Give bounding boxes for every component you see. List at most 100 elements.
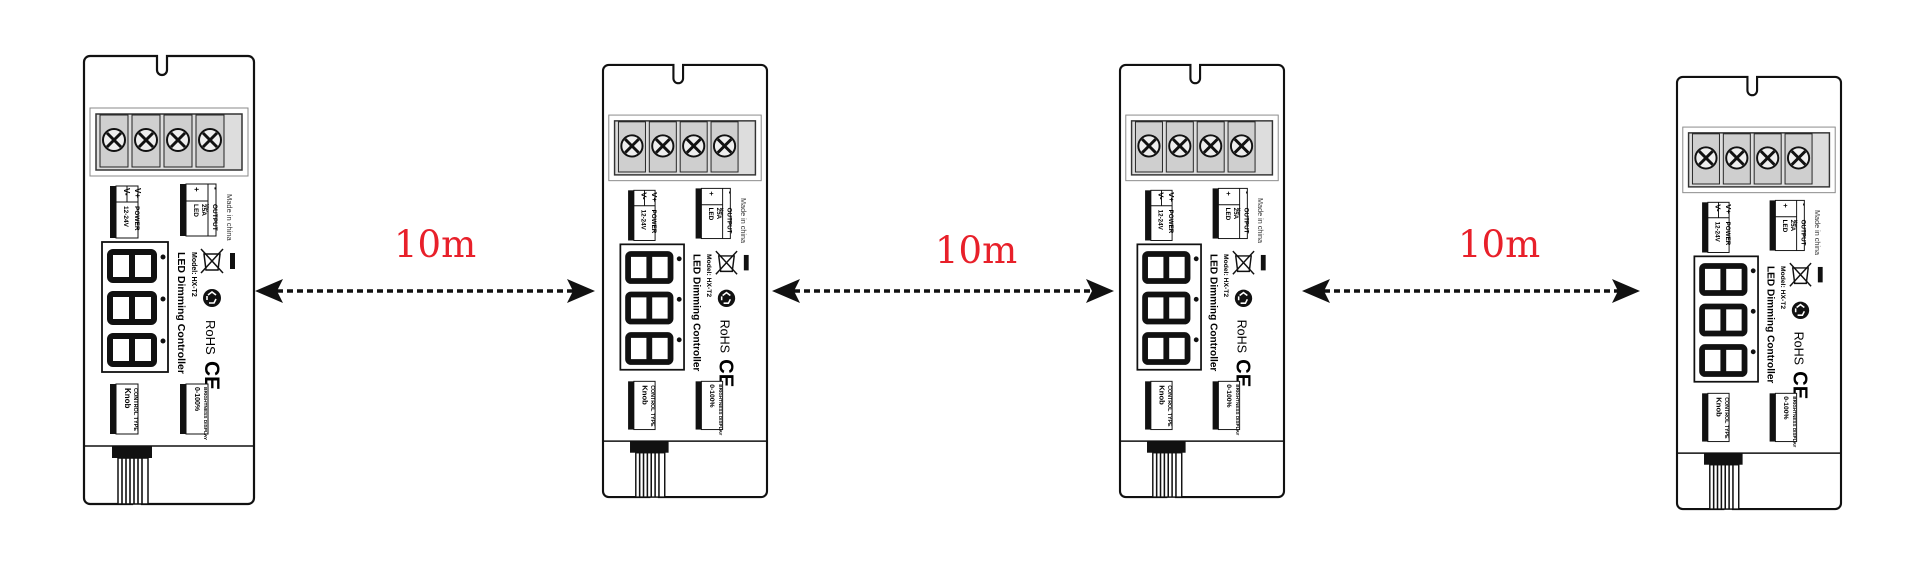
output-current-note: Max <box>205 204 210 213</box>
distance-label-3: 10m <box>1458 223 1541 266</box>
screw-icon <box>1227 121 1256 173</box>
brightness-block: 0-100% BRIGHTNESS DISPLAY <box>1769 392 1798 448</box>
power-neg-label: V- <box>640 192 649 200</box>
brightness-value: 0-100% <box>1782 396 1789 419</box>
terminal-screws <box>1691 133 1813 185</box>
product-name: LED Dimming Controller <box>1208 254 1219 371</box>
power-label: POWER <box>650 210 657 234</box>
seven-segment-display <box>619 243 685 371</box>
digit-icon <box>625 251 682 284</box>
arrow-right-icon <box>1086 279 1114 303</box>
brightness-block: 0-100% BRIGHTNESS DISPLAY <box>1212 380 1241 436</box>
power-label: POWER <box>1167 210 1174 234</box>
knob-icon[interactable] <box>1147 441 1186 498</box>
output-current: 25A <box>1789 220 1796 232</box>
power-pos-label: V+ <box>1167 192 1176 202</box>
led-pos-label: + <box>1224 191 1233 196</box>
output-label-block: + - LED 25A Max OUTPUT <box>180 183 220 237</box>
rohs-label: RoHS <box>718 320 732 353</box>
screw-icon <box>710 121 739 173</box>
connection-arrow-2 <box>772 279 1114 303</box>
arrow-left-icon <box>1302 279 1330 303</box>
led-pos-label: + <box>1781 203 1790 208</box>
output-current-note: Max <box>1237 208 1242 217</box>
power-neg-label: V- <box>1157 192 1166 200</box>
led-label: LED <box>707 208 714 221</box>
brightness-block: 0-100% BRIGHTNESS DISPLAY <box>180 383 209 441</box>
control-type-value: Knob <box>123 388 132 409</box>
model-number: Model: HX-T2 <box>1779 266 1786 309</box>
power-label-block: V- V+ 12-24V POWER <box>628 189 659 241</box>
control-type-value: Knob <box>641 385 650 405</box>
digit-icon <box>625 332 682 365</box>
led-pos-label: + <box>707 191 716 196</box>
control-type-label: CONTROL TYPE <box>649 385 655 427</box>
output-current: 25A <box>200 204 207 216</box>
power-label-block: V- V+ 12-24V POWER <box>1702 201 1733 253</box>
brightness-value: 0-100% <box>1225 384 1232 407</box>
knob-icon[interactable] <box>112 446 152 505</box>
digit-icon <box>625 291 682 325</box>
connection-arrow-1 <box>255 279 595 303</box>
knob-icon[interactable] <box>630 441 669 498</box>
product-name: LED Dimming Controller <box>691 254 702 371</box>
control-type-block: Knob CONTROL TYPE <box>628 380 656 431</box>
made-in-label: Made in china <box>225 194 234 242</box>
digit-icon <box>1142 332 1199 365</box>
output-current-note: Max <box>1794 220 1799 229</box>
model-number: Model: HX-T2 <box>705 254 712 297</box>
seven-segment-display <box>101 241 169 373</box>
screw-icon <box>1691 133 1720 185</box>
controller-drawing: V- V+ 12-24V POWER + - LED 25A Max OUTPU… <box>82 54 256 506</box>
output-label-block: + - LED 25A Max OUTPUT <box>1212 187 1251 240</box>
weee-bin-icon <box>1789 262 1823 287</box>
output-label: OUTPUT <box>725 208 732 234</box>
digit-icon <box>1699 263 1756 296</box>
controller-drawing: V- V+ 12-24V POWER + - LED 25A Max OUTPU… <box>1675 75 1843 511</box>
screw-icon <box>1784 133 1813 185</box>
control-type-value: Knob <box>1158 385 1167 405</box>
recycle-icon <box>203 289 221 307</box>
led-label: LED <box>1781 220 1788 233</box>
control-type-label: CONTROL TYPE <box>1723 397 1729 439</box>
control-type-block: Knob CONTROL TYPE <box>1145 380 1173 431</box>
screw-icon <box>163 114 193 168</box>
brightness-label: BRIGHTNESS DISPLAY <box>1792 396 1797 448</box>
screw-icon <box>1165 121 1194 173</box>
controller-unit-1: V- V+ 12-24V POWER + - LED 25A Max OUTPU… <box>82 54 256 506</box>
ce-mark: CE <box>715 359 737 387</box>
led-neg-label: - <box>725 191 734 194</box>
power-voltage: 12-24V <box>640 210 647 231</box>
power-voltage: 12-24V <box>122 206 129 228</box>
seven-segment-display <box>1136 243 1202 371</box>
ce-mark: CE <box>1232 359 1254 387</box>
rohs-label: RoHS <box>1235 320 1249 353</box>
control-type-block: Knob CONTROL TYPE <box>1702 392 1730 443</box>
power-pos-label: V+ <box>133 188 142 198</box>
control-type-label: CONTROL TYPE <box>132 388 138 431</box>
controller-unit-4: V- V+ 12-24V POWER + - LED 25A Max OUTPU… <box>1675 70 1843 516</box>
weee-bin-icon <box>715 250 749 275</box>
power-pos-label: V+ <box>650 192 659 202</box>
screw-icon <box>195 114 225 168</box>
output-label: OUTPUT <box>1242 208 1249 234</box>
arrow-right-icon <box>1612 279 1640 303</box>
terminal-screws <box>99 114 225 168</box>
terminal-screws <box>617 121 739 173</box>
seven-segment-display <box>1693 255 1759 383</box>
led-neg-label: - <box>1242 191 1251 194</box>
power-voltage: 12-24V <box>1157 210 1164 231</box>
power-label: POWER <box>133 206 140 231</box>
digit-icon <box>1142 251 1199 284</box>
knob-icon[interactable] <box>1704 453 1743 510</box>
digit-icon <box>1142 291 1199 325</box>
connection-arrow-3 <box>1302 279 1640 303</box>
led-neg-label: - <box>211 187 220 190</box>
arrow-left-icon <box>772 279 800 303</box>
weee-bin-icon <box>200 248 235 274</box>
led-label: LED <box>1224 208 1231 221</box>
arrow-left-icon <box>255 279 283 303</box>
digit-icon <box>107 291 166 325</box>
screw-icon <box>1722 133 1751 185</box>
brightness-value: 0-100% <box>708 384 715 407</box>
